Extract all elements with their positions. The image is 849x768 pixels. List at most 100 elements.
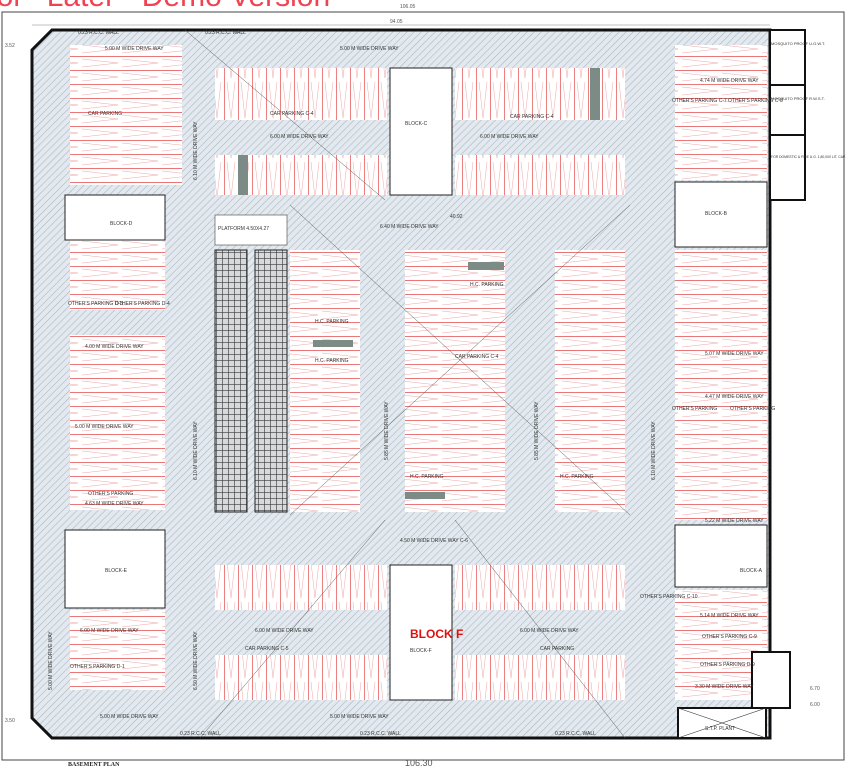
label: 0.23 R.C.C. WALL (555, 731, 596, 737)
label: H.C. PARKING (315, 319, 349, 325)
label: 5.00 M WIDE DRIVE WAY (340, 46, 399, 52)
label: CAR PARKING C-5 (245, 646, 289, 652)
label: 3.30 M WIDE DRIVE WAY (695, 684, 754, 690)
parking-area-c6-top (455, 565, 625, 610)
hc-bar (405, 492, 445, 499)
hc-bar (313, 340, 353, 347)
label: CAR PARKING (88, 111, 122, 117)
label: BLOCK-C (405, 121, 428, 127)
parking-area-east (675, 250, 767, 520)
label: OTHER'S PARKING D-9 (700, 662, 755, 668)
label: 6.00 M WIDE DRIVE WAY (255, 628, 314, 634)
hc-bar (590, 68, 600, 120)
label: OTHER'S PARKING C-8 (728, 98, 783, 104)
label: H.C. PARKING (470, 282, 504, 288)
label: H.C. PARKING (315, 358, 349, 364)
demo-watermark: ool - Later - Demo Version (0, 0, 330, 13)
hc-bar (238, 155, 248, 195)
dimension-left-b: 3.50 (5, 718, 15, 724)
parking-area-d1 (70, 610, 165, 690)
label: CAR PARKING C-4 (455, 354, 499, 360)
platform (214, 214, 288, 246)
label: OTHER'S PARKING D-1 (70, 664, 125, 670)
label: 4.50 M WIDE DRIVE WAY C-6 (400, 538, 468, 544)
label: 0.23 R.C.C. WALL (78, 30, 119, 36)
parking-areas (70, 45, 767, 700)
label: BLOCK-A (740, 568, 763, 574)
label: 4.74 M WIDE DRIVE WAY (700, 78, 759, 84)
block-f-core (389, 564, 453, 701)
sheet-border (1, 11, 845, 761)
label: BLOCK-F (410, 648, 432, 654)
label: OTHER'S PARKING (730, 406, 775, 412)
label: 0.23 R.C.C. WALL (205, 30, 246, 36)
label: OTHER'S PARKING C-7 (672, 98, 727, 104)
dimension-right-a: 6.70 (810, 686, 820, 692)
block-b-core (674, 181, 768, 248)
label: OTHER'S PARKING (672, 406, 717, 412)
drawing-title: BASEMENT PLAN (68, 762, 120, 768)
label: 6.10 M WIDE DRIVE WAY (651, 421, 657, 480)
label: 6.40 M WIDE DRIVE WAY (380, 224, 439, 230)
block-a-core (674, 524, 768, 588)
label: 0.23 R.C.C. WALL (360, 731, 401, 737)
label: MOSQUITO PROOF R.W.S.T. (771, 96, 825, 101)
label: 6.00 M WIDE DRIVE WAY (270, 134, 329, 140)
block-c-core (389, 67, 453, 196)
label: OTHER'S PARKING D-3 (68, 301, 123, 307)
label: 6.00 M WIDE DRIVE WAY (480, 134, 539, 140)
parking-area-hc-left (290, 250, 360, 512)
parking-area-c5-top (215, 565, 387, 610)
label: OTHER'S PARKING C-9 (702, 634, 757, 640)
parking-area-c7 (675, 45, 767, 180)
label: 5.00 M WIDE DRIVE WAY (48, 631, 54, 690)
label: S.T.P. PLANT (705, 726, 735, 732)
dimension-right-b: 6.00 (810, 702, 820, 708)
dimension-top: 94.05 (390, 19, 403, 25)
parking-area-west (70, 335, 165, 510)
block-f-label: BLOCK F (410, 627, 463, 641)
parking-area-d3 (70, 240, 165, 310)
label: 6.00 M WIDE DRIVE WAY (520, 628, 579, 634)
parking-area-c1-bottom (455, 155, 625, 195)
label: BLOCK-D (110, 221, 133, 227)
domestic-fire-tank (769, 134, 806, 201)
label: BLOCK-E (105, 568, 128, 574)
label: OTHER'S PARKING D-4 (115, 301, 170, 307)
label: OTHER'S PARKING (88, 491, 133, 497)
parking-area-c2-top (215, 68, 387, 120)
parking-area-c3 (70, 45, 182, 185)
parking-area-c4 (405, 250, 505, 512)
labels: 5.00 M WIDE DRIVE WAY 5.00 M WIDE DRIVE … (48, 30, 846, 737)
dimension-top-right: 106.05 (400, 4, 416, 10)
stp-extension (751, 651, 791, 709)
label: H.C. PARKING (410, 474, 444, 480)
dimension-left-a: 3.52 (5, 43, 15, 49)
label: MOSQUITO PROOF U.G.W.T. (771, 41, 825, 46)
dimension-bottom: 106.30 (405, 758, 433, 768)
label: 5.00 M WIDE DRIVE WAY (330, 714, 389, 720)
block-e-core (64, 529, 166, 609)
label: 5.00 M WIDE DRIVE WAY (105, 46, 164, 52)
label: 5.85 M WIDE DRIVE WAY (384, 401, 390, 460)
ramp-right (254, 249, 288, 513)
label: H.C. PARKING (560, 474, 594, 480)
label: 5.07 M WIDE DRIVE WAY (705, 351, 764, 357)
label: PLATFORM 4.50X4.27 (218, 226, 269, 232)
label: 4.47 M WIDE DRIVE WAY (705, 394, 764, 400)
ugwt-tank (769, 29, 806, 86)
ramp-left (214, 249, 248, 513)
rwst-tank (769, 84, 806, 136)
label: 5.00 M WIDE DRIVE WAY (100, 714, 159, 720)
label: CAR PARKING (540, 646, 574, 652)
label: 6.10 M WIDE DRIVE WAY (193, 421, 199, 480)
label: FOR DOMESTIC & FIRE U.G. 1,80,000 LIT. C… (771, 155, 846, 159)
parking-area-right (555, 250, 625, 512)
label: 5.00 M WIDE DRIVE WAY (75, 424, 134, 430)
hc-bar (468, 262, 504, 270)
label: 0.23 R.C.C. WALL (180, 731, 221, 737)
label: BLOCK-B (705, 211, 728, 217)
block-d-core (64, 194, 166, 241)
label: 5.85 M WIDE DRIVE WAY (534, 401, 540, 460)
